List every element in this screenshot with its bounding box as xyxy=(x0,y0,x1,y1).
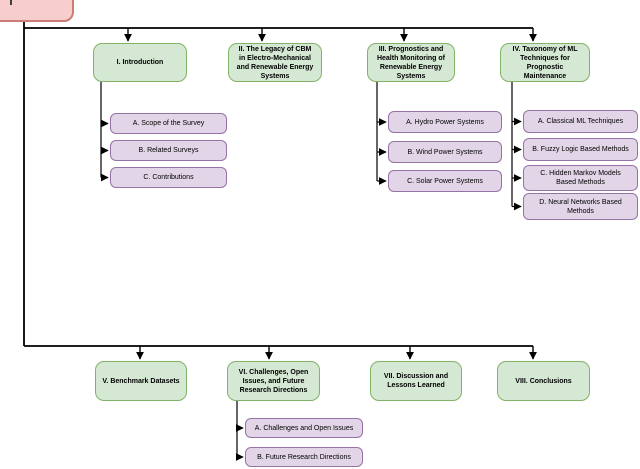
subsection-box-fuzzy-logic: B. Fuzzy Logic Based Methods xyxy=(523,138,638,161)
subsection-box-contributions: C. Contributions xyxy=(110,167,227,188)
subsection-box-solar-power: C. Solar Power Systems xyxy=(388,170,502,192)
subsection-box-related-surveys: B. Related Surveys xyxy=(110,140,227,161)
clipped-text-mark xyxy=(10,0,12,5)
subsection-box-classical-ml: A. Classical ML Techniques xyxy=(523,110,638,133)
subsection-box-hidden-markov: C. Hidden Markov Models Based Methods xyxy=(523,165,638,191)
section-box-conclusions: VIII. Conclusions xyxy=(497,361,590,401)
section-box-taxonomy: IV. Taxonomy of ML Techniques for Progno… xyxy=(500,43,590,82)
section-box-benchmark-datasets: V. Benchmark Datasets xyxy=(95,361,187,401)
section-box-prognostics: III. Prognostics and Health Monitoring o… xyxy=(367,43,455,82)
subsection-box-scope-of-survey: A. Scope of the Survey xyxy=(110,113,227,134)
clipped-root-node xyxy=(0,0,74,22)
subsection-box-open-issues: A. Challenges and Open Issues xyxy=(245,418,363,438)
section-box-introduction: I. Introduction xyxy=(93,43,187,82)
section-box-discussion: VII. Discussion and Lessons Learned xyxy=(370,361,462,401)
section-box-challenges: VI. Challenges, Open Issues, and Future … xyxy=(227,361,320,401)
subsection-box-wind-power: B. Wind Power Systems xyxy=(388,141,502,163)
section-box-legacy-cbm: II. The Legacy of CBM in Electro-Mechani… xyxy=(228,43,322,82)
subsection-box-hydro-power: A. Hydro Power Systems xyxy=(388,111,502,133)
subsection-box-neural-networks: D. Neural Networks Based Methods xyxy=(523,193,638,220)
subsection-box-future-research: B. Future Research Directions xyxy=(245,447,363,467)
